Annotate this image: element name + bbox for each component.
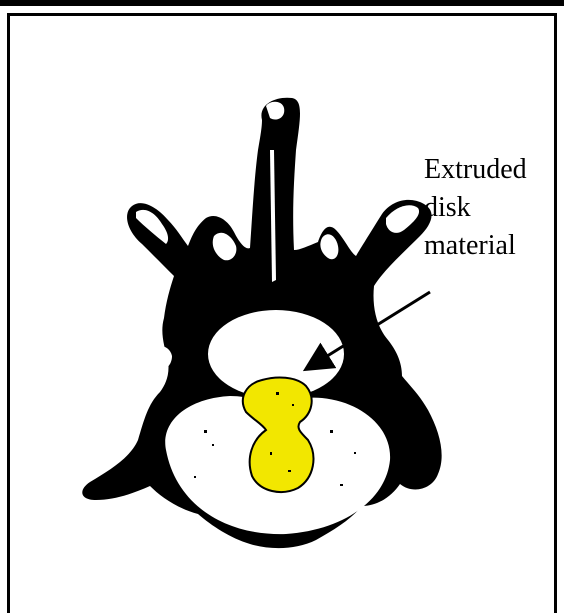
annotation-label: Extruded disk material — [424, 151, 554, 265]
left-facet-highlight — [147, 346, 172, 371]
annotation-line-1: Extruded — [424, 151, 554, 189]
annotation-line-2: disk — [424, 189, 554, 227]
annotation-line-3: material — [424, 227, 554, 265]
